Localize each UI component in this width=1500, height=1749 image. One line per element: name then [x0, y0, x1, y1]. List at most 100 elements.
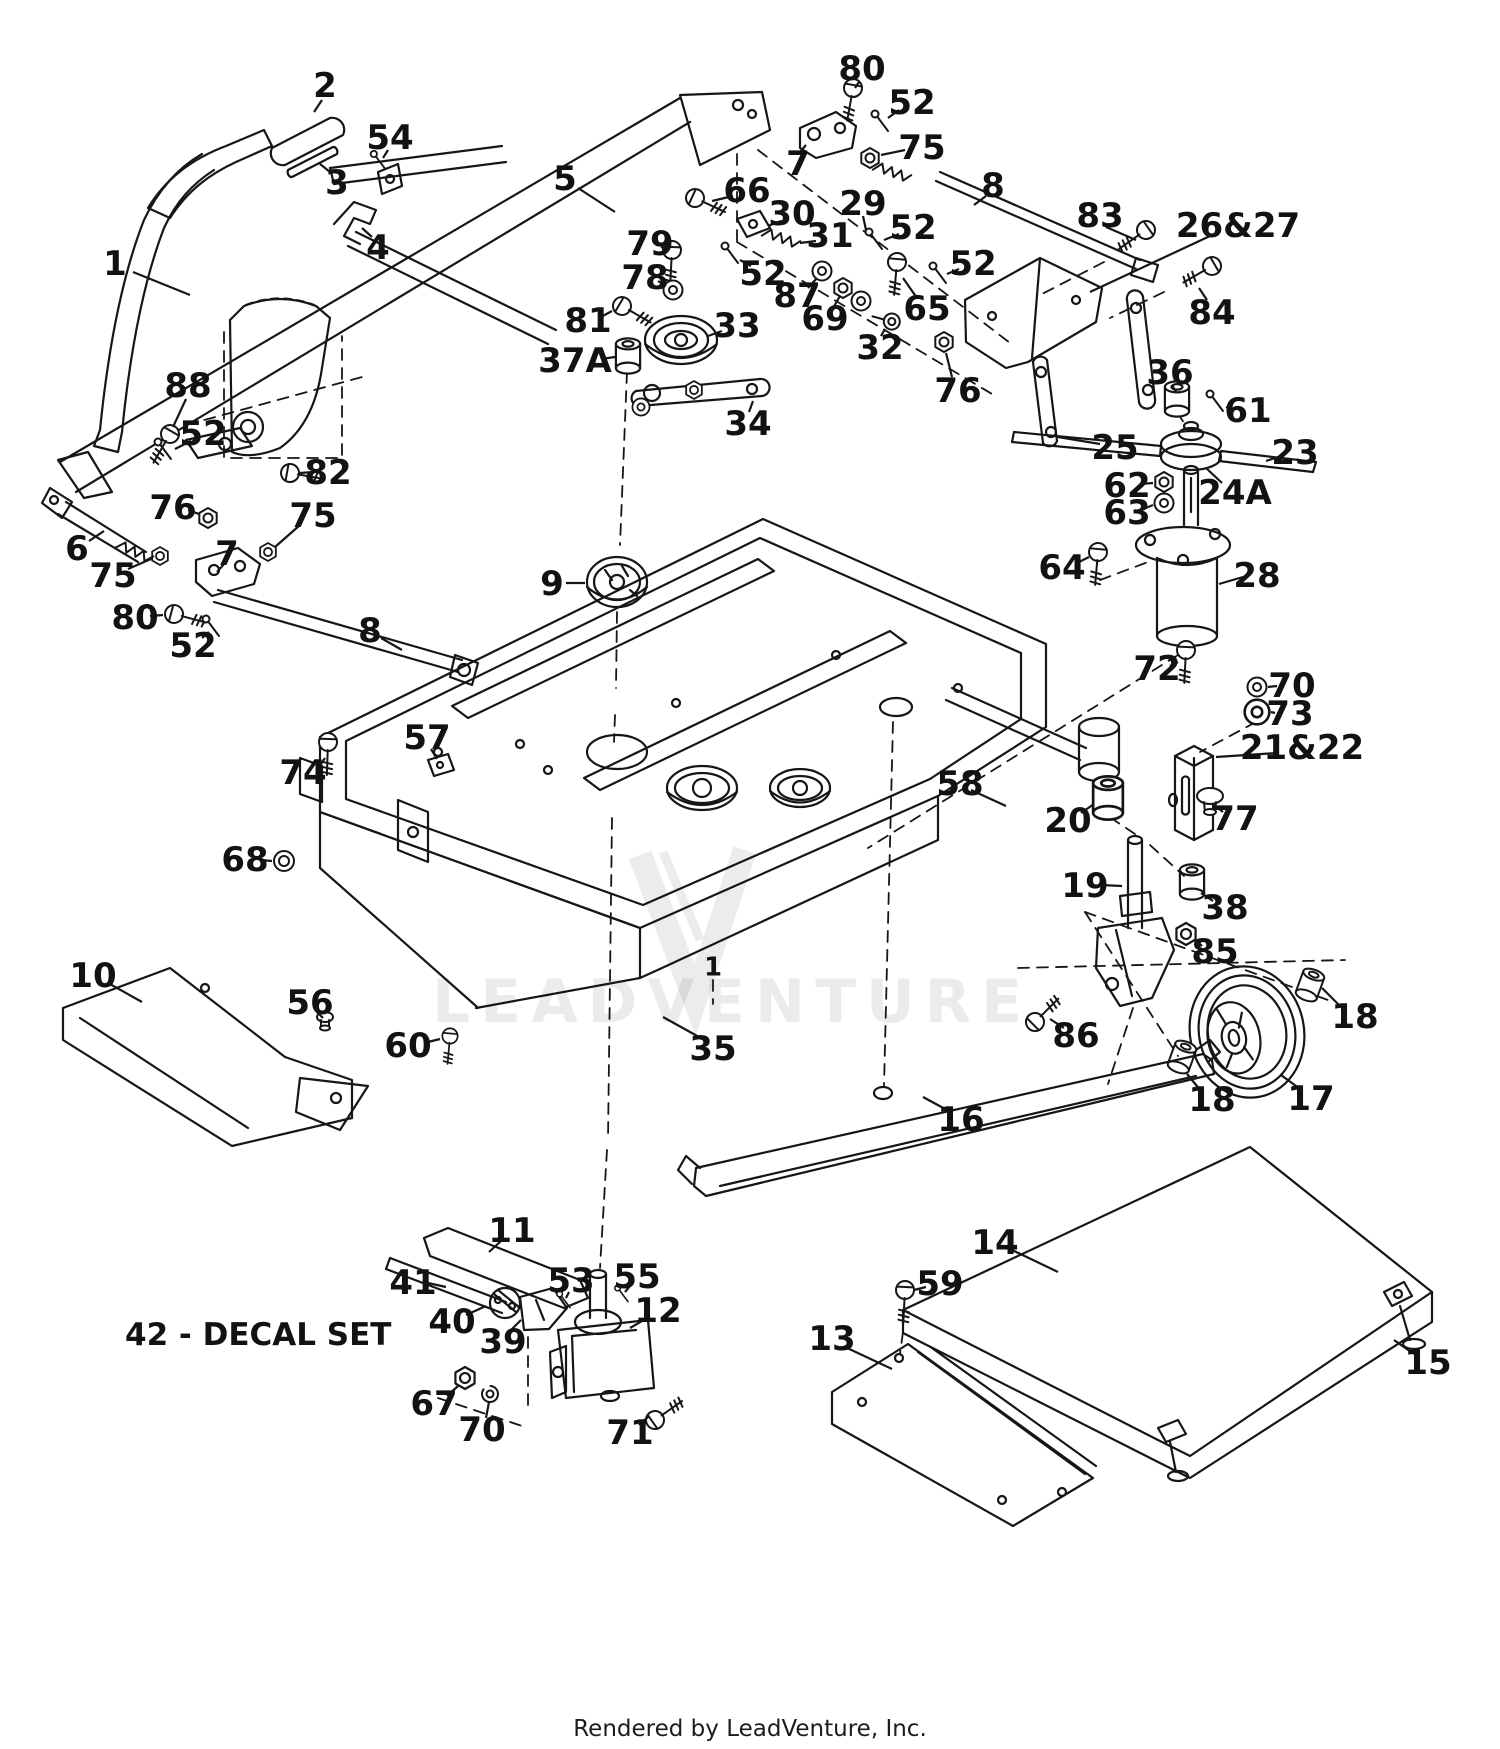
- belt-clamp-57: [426, 752, 456, 778]
- deck-weldment-35: [298, 517, 1121, 1010]
- svg-text:74: 74: [279, 753, 326, 793]
- part-label-53: 53: [547, 1261, 594, 1301]
- hardware-cylinder-part-18: [1294, 967, 1326, 1003]
- part-label-2: 2: [313, 66, 337, 113]
- svg-text:69: 69: [801, 299, 848, 339]
- watermark-v-accent: [658, 850, 705, 942]
- latch-lower: [1156, 1418, 1188, 1444]
- height-adjuster-21-22: [1173, 744, 1215, 842]
- hardware-rodend-part-32: [871, 312, 901, 331]
- rod-3: [286, 145, 339, 179]
- part-label-6: 6: [65, 529, 105, 569]
- part-label-17: 17: [1280, 1074, 1335, 1119]
- grip-2: [269, 116, 346, 167]
- hardware-bolt-part-84: [1182, 256, 1222, 288]
- cover-13: [830, 1342, 1095, 1528]
- part-label-32: 32: [856, 328, 903, 368]
- hardware-pin-part-52: [153, 437, 172, 460]
- svg-text:52: 52: [179, 414, 226, 454]
- part-label-58: 58: [936, 764, 1007, 808]
- hardware-bolt-part-80: [164, 604, 208, 628]
- svg-text:65: 65: [903, 289, 950, 329]
- svg-text:56: 56: [286, 983, 333, 1023]
- svg-text:17: 17: [1287, 1079, 1334, 1119]
- svg-text:75: 75: [289, 496, 336, 536]
- svg-text:21&22: 21&22: [1240, 728, 1364, 768]
- hardware-washer-part-73: [1243, 698, 1271, 726]
- hardware-bolt-part-81: [612, 296, 654, 327]
- svg-text:63: 63: [1103, 493, 1150, 533]
- svg-text:19: 19: [1061, 866, 1108, 906]
- part-label-76: 76: [934, 352, 982, 411]
- watermark: LEADVENTURE: [432, 846, 1032, 1037]
- part-label-3: 3: [319, 163, 349, 203]
- alignment-dashes: [185, 149, 1346, 1429]
- part-label-1: 1: [103, 244, 191, 297]
- part-label-41: 41: [389, 1263, 447, 1303]
- hardware-cylinder-part-37A: [614, 337, 642, 375]
- hardware-pin-part-55: [613, 1284, 629, 1303]
- part-label-80: 80: [838, 49, 885, 89]
- svg-text:1: 1: [704, 952, 722, 982]
- svg-text:87: 87: [773, 276, 820, 316]
- svg-text:80: 80: [838, 49, 885, 89]
- part-label-60: 60: [384, 1026, 441, 1066]
- svg-text:8: 8: [358, 611, 382, 651]
- part-label-33: 33: [707, 306, 761, 346]
- svg-text:82: 82: [304, 453, 351, 493]
- hardware-pin-part-53: [555, 1290, 571, 1309]
- svg-text:78: 78: [621, 258, 668, 298]
- hardware-washer: [850, 290, 872, 312]
- hardware-glyphs: [114, 78, 1326, 1430]
- svg-text:7: 7: [215, 534, 239, 574]
- hardware-lockwasher-part-70: [481, 1385, 499, 1403]
- hardware-nut-part-62: [1154, 471, 1174, 493]
- hardware-nut-part-69: [833, 277, 853, 299]
- svg-text:30: 30: [768, 194, 815, 234]
- hardware-pin-part-54: [369, 149, 387, 171]
- svg-text:64: 64: [1038, 548, 1085, 588]
- part-label-63: 63: [1103, 493, 1154, 533]
- part-label-83: 83: [1076, 196, 1137, 242]
- watermark-text: LEADVENTURE: [432, 967, 1032, 1037]
- hardware-bolt-part-71: [645, 1396, 684, 1430]
- svg-text:76: 76: [934, 371, 981, 411]
- svg-text:26&27: 26&27: [1176, 206, 1300, 246]
- latch-15: [1382, 1280, 1414, 1308]
- svg-text:15: 15: [1404, 1343, 1451, 1383]
- svg-text:12: 12: [634, 1291, 681, 1331]
- mount-bar-11: [422, 1226, 590, 1310]
- svg-text:76: 76: [149, 488, 196, 528]
- svg-text:23: 23: [1271, 433, 1318, 473]
- hardware-bolt-part-60: [441, 1027, 459, 1065]
- svg-text:77: 77: [1211, 799, 1258, 839]
- part-label-18: 18: [1321, 987, 1379, 1037]
- hardware-knob-part-77: [1196, 787, 1224, 816]
- svg-text:28: 28: [1233, 556, 1280, 596]
- svg-text:85: 85: [1191, 932, 1238, 972]
- rod-6: [64, 500, 148, 554]
- hardware-nut-part-75: [259, 542, 277, 562]
- svg-text:62: 62: [1103, 466, 1150, 506]
- part-label-52: 52: [883, 208, 937, 248]
- hardware-bolt-part-72: [1176, 640, 1196, 684]
- svg-text:52: 52: [169, 626, 216, 666]
- part-label-61: 61: [1224, 391, 1271, 431]
- svg-text:13: 13: [808, 1319, 855, 1359]
- svg-text:38: 38: [1201, 888, 1248, 928]
- part-label-66: 66: [711, 171, 771, 211]
- svg-text:31: 31: [806, 216, 853, 256]
- svg-text:70: 70: [458, 1410, 505, 1450]
- part-label-81: 81: [564, 301, 613, 341]
- svg-text:55: 55: [613, 1257, 660, 1297]
- hardware-bolt-part-83: [1117, 220, 1156, 254]
- svg-text:40: 40: [428, 1302, 475, 1342]
- part-label-85: 85: [1191, 932, 1238, 972]
- hardware-cylinder-part-18: [1166, 1039, 1198, 1075]
- hardware-cylinder-part-20: [1091, 775, 1125, 821]
- part-label-20: 20: [1044, 801, 1095, 841]
- lift-lever-1: [92, 116, 378, 460]
- link-25b: [1125, 298, 1141, 404]
- hardware-pin-part-52: [720, 241, 739, 264]
